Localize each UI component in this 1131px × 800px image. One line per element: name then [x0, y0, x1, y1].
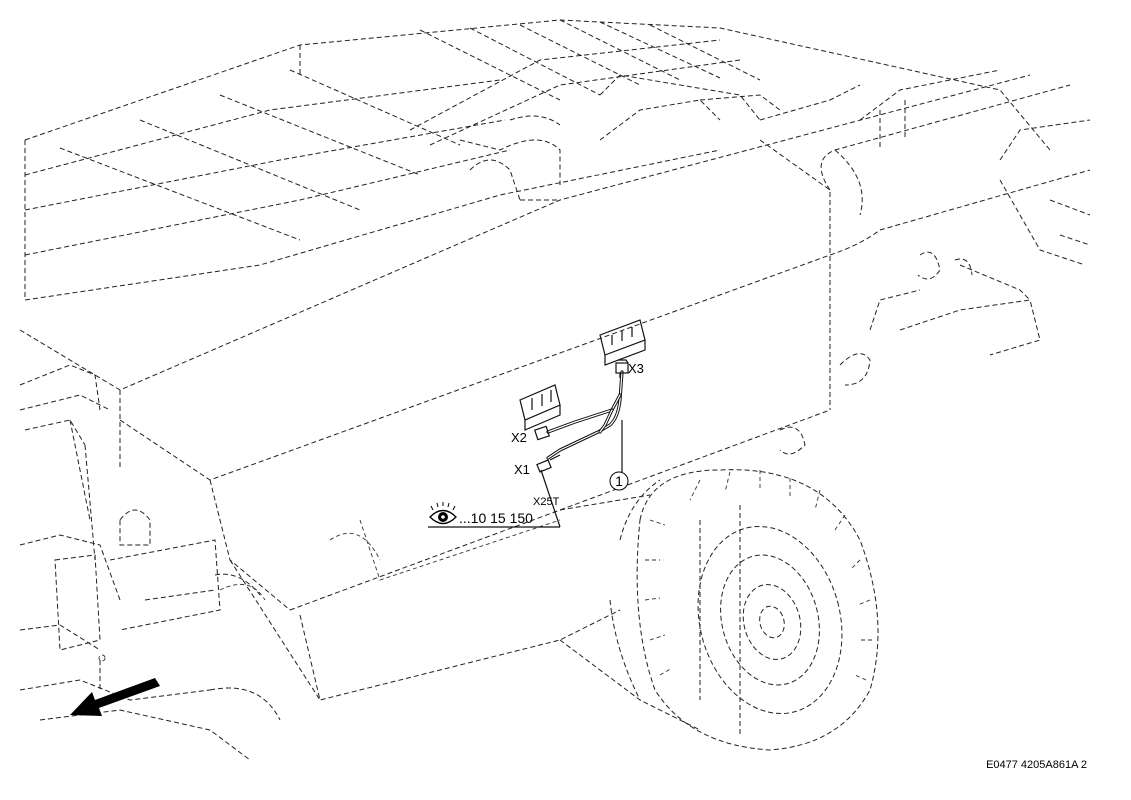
tractor-cab — [19, 364, 281, 761]
callout-number: 1 — [615, 473, 623, 489]
wheel — [559, 469, 879, 751]
wiring-harness — [533, 359, 629, 473]
direction-arrow — [70, 678, 160, 716]
cross-reference-text: ...10 15 150 — [459, 510, 533, 526]
side-tube — [779, 69, 1091, 455]
connector-label-x3: X3 — [628, 361, 644, 376]
cross-reference: ...10 15 150 — [428, 469, 561, 528]
mounting-brackets — [519, 319, 646, 431]
upper-chute — [459, 84, 861, 201]
callout-circle — [609, 471, 629, 491]
connector-label-x25t: X25T — [533, 496, 560, 508]
connector-label-x2: X2 — [511, 430, 527, 445]
hopper-body — [19, 74, 1031, 701]
figure-id: E0477 4205A861A 2 — [986, 759, 1087, 771]
roof-panels — [24, 19, 1051, 301]
eye-icon — [429, 502, 457, 525]
connector-label-x1: X1 — [514, 462, 530, 477]
